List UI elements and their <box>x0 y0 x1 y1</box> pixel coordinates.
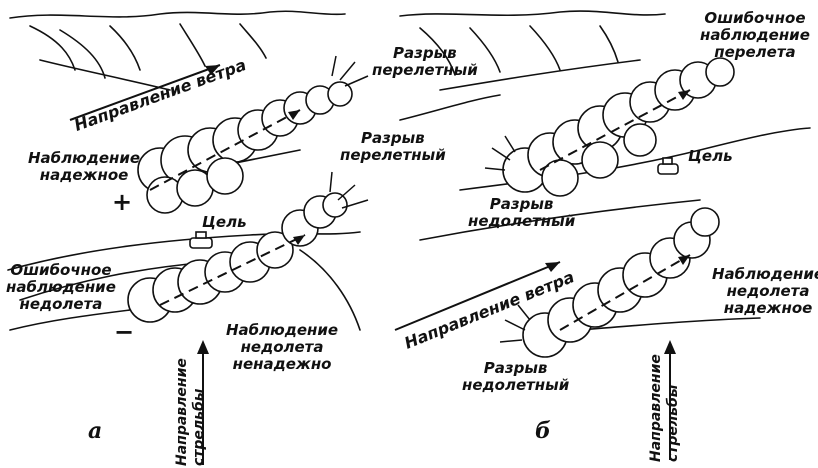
smoke-cloud-over-a-1 <box>138 82 352 213</box>
panel-letter-a: а <box>88 418 102 444</box>
minus-sign: − <box>114 318 134 346</box>
fire-arrowhead-b <box>664 340 676 354</box>
panel-letter-b: б <box>535 418 551 444</box>
target-label-b: Цель <box>688 148 733 165</box>
target-tank-b <box>658 158 678 174</box>
fire-arrowhead-a <box>197 340 209 354</box>
target-tank-a <box>190 232 212 248</box>
plus-sign: + <box>112 188 132 216</box>
target-label-a: Цель <box>202 214 247 231</box>
